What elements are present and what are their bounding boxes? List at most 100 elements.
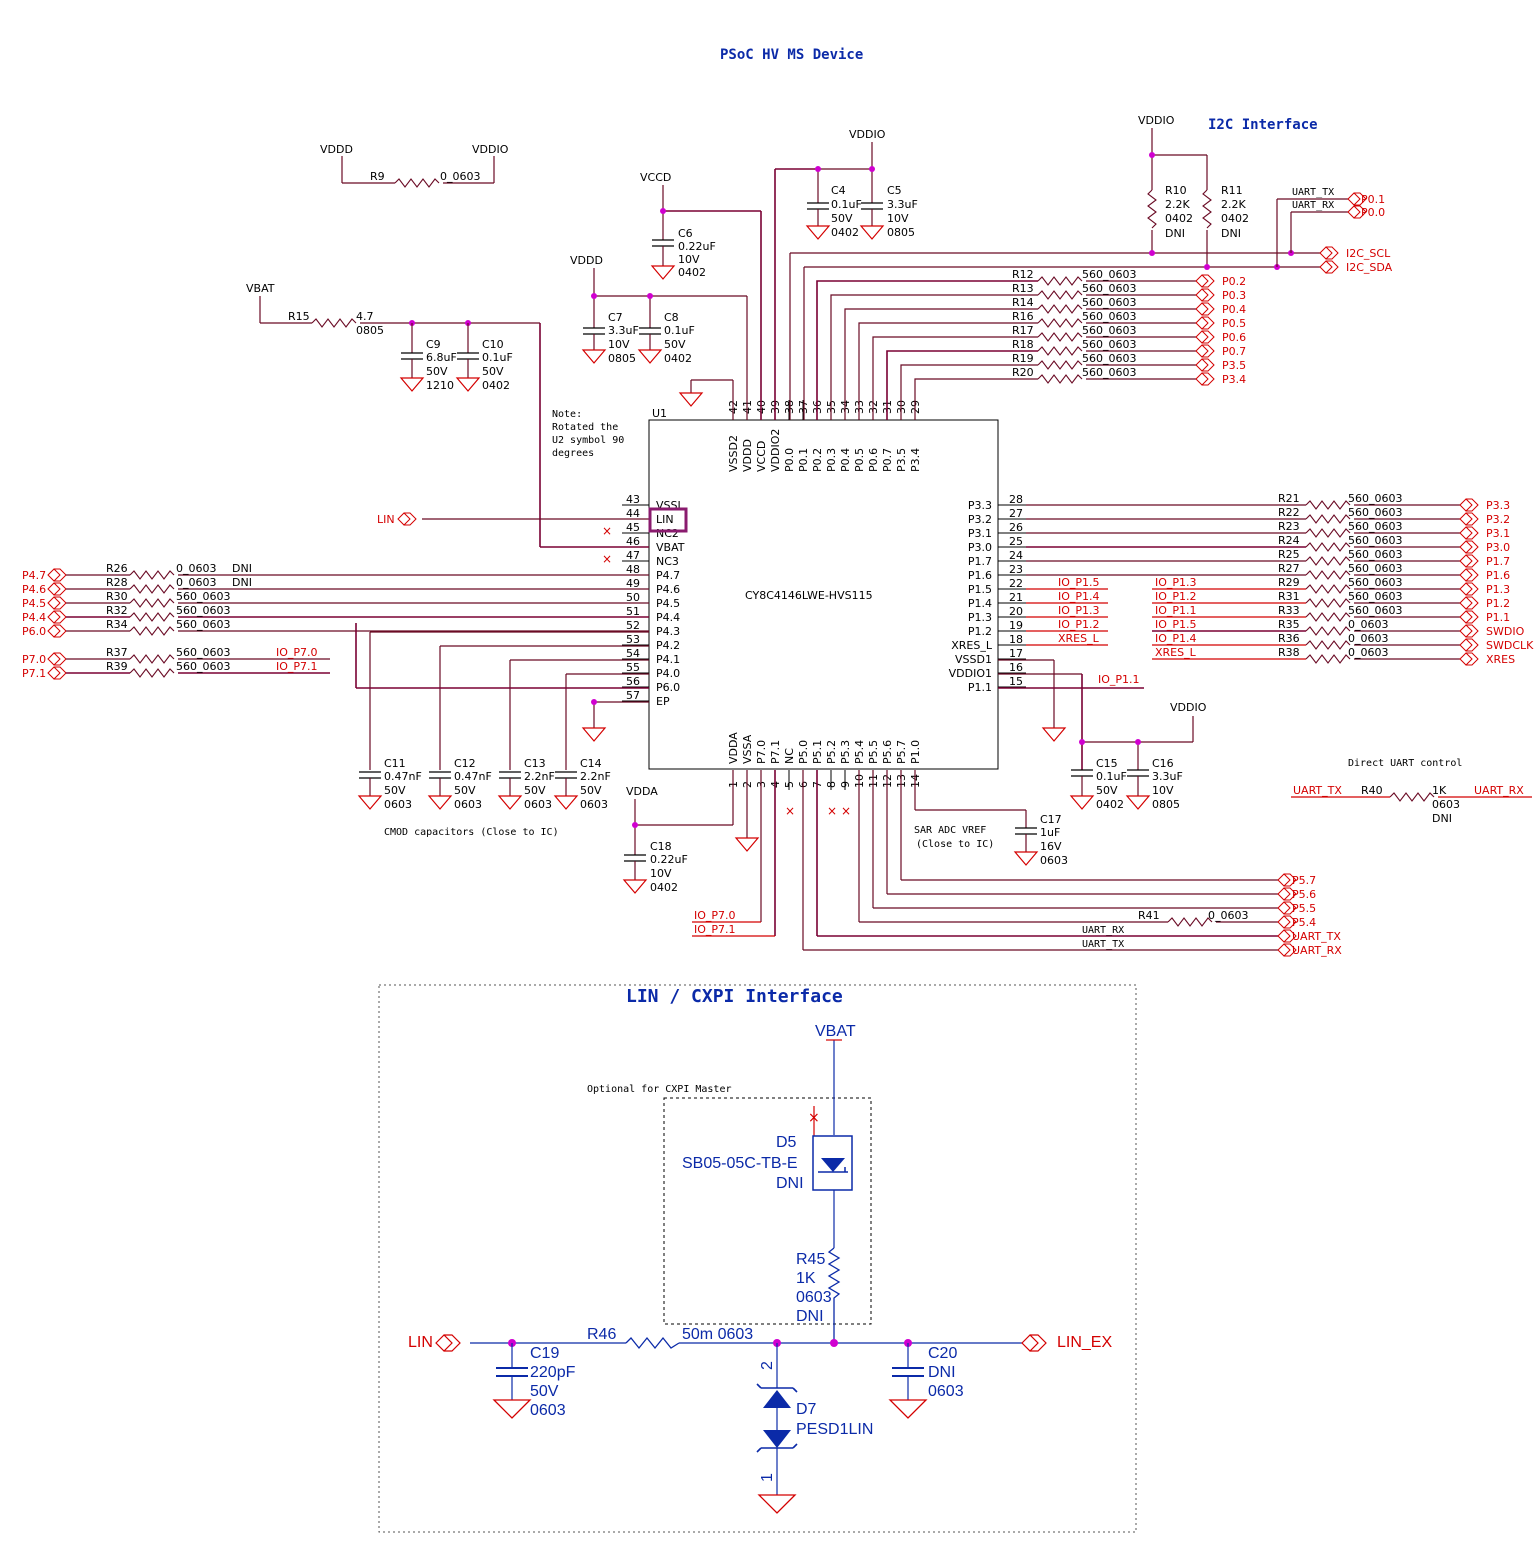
resistor-dni: DNI (232, 576, 252, 589)
ic-pin-number: 56 (626, 675, 640, 688)
ic-pin-name: P4.2 (656, 639, 680, 652)
resistor-ref: R24 (1278, 534, 1300, 547)
ic-pin-name: NC (783, 748, 796, 764)
resistor-ref: R17 (1012, 324, 1034, 337)
cap-value: 2.2nF (524, 770, 555, 783)
resistor-ref: R21 (1278, 492, 1300, 505)
ic-pin-name: P3.5 (895, 448, 908, 472)
resistor-value: 560_0603 (1348, 520, 1403, 533)
c20-ref: C20 (928, 1345, 957, 1362)
c4-value: 0.1uF (831, 198, 862, 211)
ic-pin-name: P4.6 (656, 583, 680, 596)
c20-package: 0603 (928, 1383, 964, 1400)
port-label: UART_TX (1292, 930, 1341, 943)
resistor-ref: R36 (1278, 632, 1300, 645)
c5-ref: C5 (887, 184, 902, 197)
ic-pin-name: P5.5 (867, 740, 880, 764)
resistor-ref: R33 (1278, 604, 1300, 617)
ic-pin-number: 16 (1009, 661, 1023, 674)
io-p70-label: IO_P7.0 (694, 909, 736, 922)
port-label: P3.1 (1486, 527, 1510, 540)
ic-pin-name: NC3 (656, 555, 679, 568)
r11-dni: DNI (1221, 227, 1241, 240)
c5-voltage: 10V (887, 212, 909, 225)
io-label: IO_P1.4 (1058, 590, 1100, 603)
io-label: IO_P1.2 (1155, 590, 1197, 603)
d7-ref: D7 (796, 1401, 817, 1418)
resistor-value: 560_0603 (1082, 310, 1137, 323)
r10-package: 0402 (1165, 212, 1193, 225)
io-label: IO_P1.2 (1058, 618, 1100, 631)
resistor-value: 560_0603 (1348, 590, 1403, 603)
cap-voltage: 50V (524, 784, 546, 797)
d7-part: PESD1LIN (796, 1421, 873, 1438)
port-label: P0.5 (1222, 317, 1246, 330)
ic-pin-number: 5 (783, 781, 796, 788)
cap-package: 0603 (384, 798, 412, 811)
resistor-value: 560_0603 (1082, 338, 1137, 351)
d5-part: SB05-05C-TB-E (682, 1155, 798, 1172)
resistor-value: 560_0603 (1082, 282, 1137, 295)
ic-pin-name: P3.1 (968, 527, 992, 540)
ic-pin-number: 47 (626, 549, 640, 562)
port-label: P3.3 (1486, 499, 1510, 512)
ic-pin-number: 9 (839, 781, 852, 788)
r15-ref: R15 (288, 310, 310, 323)
ic-body (648, 419, 999, 770)
i2c-sda-port: I2C_SDA (1346, 261, 1393, 274)
io-label: IO_P1.1 (1155, 604, 1197, 617)
uart-rx-label: UART_RX (1292, 200, 1334, 211)
resistor-value: 0_0603 (176, 562, 217, 575)
ic-pin-name: EP (656, 695, 670, 708)
resistor-value: 560_0603 (1348, 562, 1403, 575)
resistor-value: 560_0603 (176, 618, 231, 631)
r46-ref: R46 (587, 1326, 616, 1343)
io-label: IO_P1.3 (1155, 576, 1197, 589)
ic-pin-name: VCCD (755, 441, 768, 472)
c9-ref: C9 (426, 338, 441, 351)
resistor-value: 560_0603 (1082, 268, 1137, 281)
port-label: P4.5 (22, 597, 46, 610)
uart-rx-small: UART_RX (1082, 925, 1124, 936)
r45-ref: R45 (796, 1251, 825, 1268)
ic-pin-name: VDDIO1 (949, 667, 992, 680)
ic-pin-number: 8 (825, 781, 838, 788)
lin-section: LIN / CXPI Interface Optional for CXPI M… (378, 984, 1137, 1533)
r45-value: 1K (796, 1270, 816, 1287)
port-label: P1.3 (1486, 583, 1510, 596)
ic-pin-number: 55 (626, 661, 640, 674)
port-label: P1.6 (1486, 569, 1510, 582)
note-line: Rotated the (552, 422, 618, 433)
port-label: P3.5 (1222, 359, 1246, 372)
ic-pin-name: XRES_L (951, 639, 993, 652)
resistor-ref: R27 (1278, 562, 1300, 575)
c6-ref: C6 (678, 227, 693, 240)
io-p11-label: IO_P1.1 (1098, 673, 1140, 686)
ic-pin-number: 51 (626, 605, 640, 618)
port-label: P1.7 (1486, 555, 1510, 568)
port-label: P3.2 (1486, 513, 1510, 526)
vddio-label: VDDIO (472, 143, 509, 156)
io-label: IO_P7.0 (276, 646, 318, 659)
ic-pin-name: P0.4 (839, 448, 852, 472)
lin-in-label: LIN (408, 1334, 433, 1351)
c16-value: 3.3uF (1152, 770, 1183, 783)
ic-pin-name: P0.7 (881, 448, 894, 472)
port-label: P5.4 (1292, 916, 1316, 929)
c16-voltage: 10V (1152, 784, 1174, 797)
ic-pin-name: LIN (656, 513, 674, 526)
resistor-value: 560_0603 (1082, 366, 1137, 379)
c15-ref: C15 (1096, 757, 1118, 770)
c16-package: 0805 (1152, 798, 1180, 811)
r41-ref: R41 (1138, 909, 1160, 922)
note-line: U2 symbol 90 (552, 435, 624, 446)
c7-package: 0805 (608, 352, 636, 365)
vddd-label: VDDD (320, 143, 353, 156)
vddd-label: VDDD (570, 254, 603, 267)
cap-value: 0.47nF (454, 770, 492, 783)
ic-pin-name: P1.1 (968, 681, 992, 694)
r10-dni: DNI (1165, 227, 1185, 240)
ic-pin-number: 18 (1009, 633, 1023, 646)
